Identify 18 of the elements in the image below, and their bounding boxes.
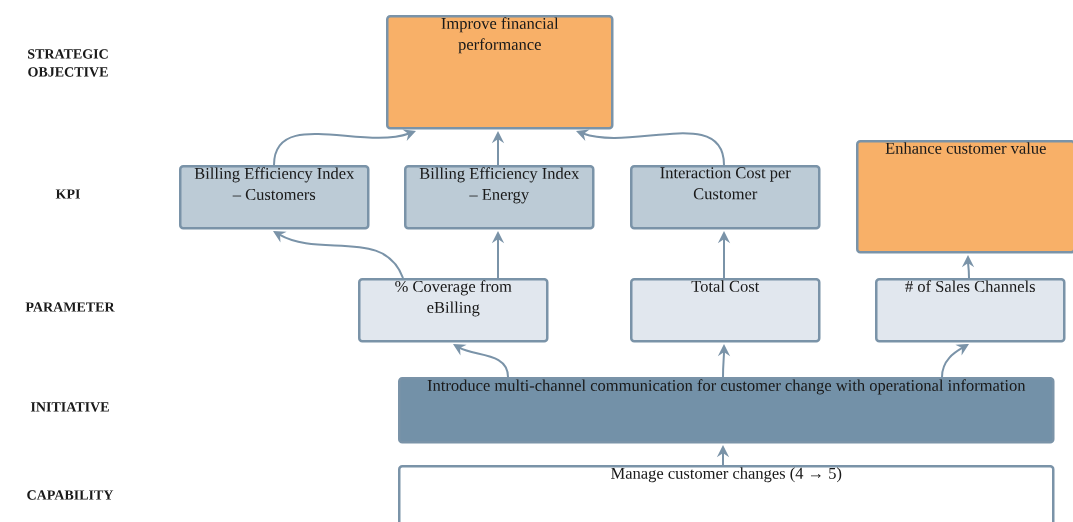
kpi-box: Interaction Cost per Customer	[630, 165, 821, 230]
arrow	[273, 231, 404, 279]
row-label: CAPABILITY	[27, 490, 114, 500]
objective-box: Enhance customer value	[856, 140, 1073, 254]
parameter-box: % Coverage from eBilling	[358, 278, 549, 343]
row-label: INITIATIVE	[30, 402, 109, 412]
kpi-box: Billing Efficiency Index – Energy	[404, 165, 595, 230]
objective-box: Improve financial performance	[386, 15, 614, 130]
parameter-box: Total Cost	[630, 278, 821, 343]
initiative-box: Introduce multi-channel communication for customer change with operational information	[398, 377, 1055, 444]
arrow	[941, 344, 969, 378]
row-label: PARAMETER	[25, 302, 115, 312]
arrow	[453, 344, 509, 378]
capability-box: Manage customer changes (4 → 5)	[398, 465, 1055, 522]
row-label: KPI	[55, 189, 80, 199]
parameter-box: # of Sales Channels	[875, 278, 1066, 343]
row-label: STRATEGIC OBJECTIVE	[28, 49, 108, 77]
kpi-box: Billing Efficiency Index – Customers	[179, 165, 370, 230]
